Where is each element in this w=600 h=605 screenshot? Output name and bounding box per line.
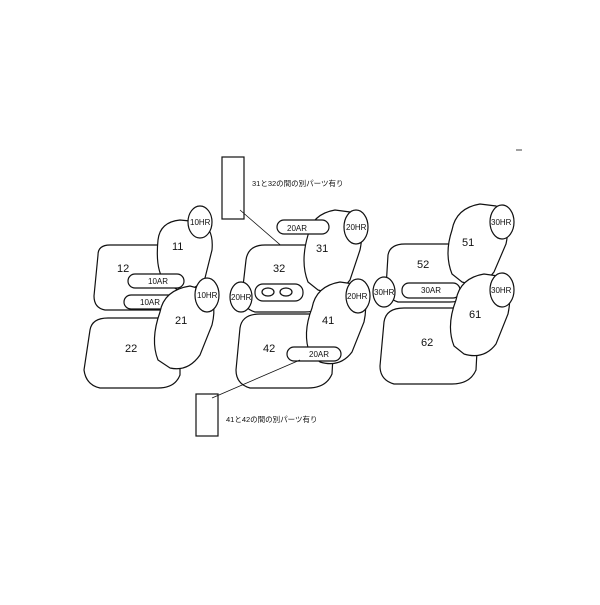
headrest-20hr-middle [229,281,253,313]
label-seat-11: 11 [172,241,183,253]
label-seat-31: 31 [316,243,328,255]
cup-holder-left [261,287,275,297]
headrest-20hr-upper [343,209,369,245]
separate-part-lower [195,393,219,437]
label-20ar-upper: 20AR [287,224,307,233]
label-seat-61: 61 [469,309,481,321]
label-20hr-lower: 20HR [347,292,368,301]
armrest-10ar-upper [127,273,185,289]
headrest-10hr-lower [194,277,220,313]
label-10ar-upper: 10AR [148,277,168,286]
headrest-10hr-upper [187,205,213,239]
label-seat-51: 51 [462,237,474,249]
note-lower: 41と42の間の別パーツ有り [226,414,318,424]
label-seat-21: 21 [175,315,187,327]
label-10hr-upper: 10HR [190,218,211,227]
label-30hr-lower: 30HR [491,286,512,295]
label-seat-62: 62 [421,337,433,349]
leader-line-lower [211,359,301,399]
headrest-30hr-upper [489,204,515,240]
note-upper: 31と32の間の別パーツ有り [252,178,344,188]
headrest-30hr-middle [372,276,396,308]
label-seat-32: 32 [273,263,285,275]
headrest-20hr-lower [345,278,371,314]
label-20hr-middle: 20HR [231,293,252,302]
label-seat-52: 52 [417,259,429,271]
armrest-20ar-lower [286,346,342,362]
label-10hr-lower: 10HR [197,291,218,300]
label-10ar-lower: 10AR [140,298,160,307]
label-seat-22: 22 [125,343,137,355]
cup-holder-right [279,287,293,297]
armrest-20ar-upper [276,219,330,235]
label-20hr-upper: 20HR [346,223,367,232]
label-30hr-middle: 30HR [374,288,395,297]
headrest-30hr-lower [489,272,515,308]
label-seat-41: 41 [322,315,334,327]
label-seat-42: 42 [263,343,275,355]
separate-part-upper [221,156,245,220]
label-30ar: 30AR [421,286,441,295]
label-20ar-lower: 20AR [309,350,329,359]
label-30hr-upper: 30HR [491,218,512,227]
label-seat-12: 12 [117,263,129,275]
